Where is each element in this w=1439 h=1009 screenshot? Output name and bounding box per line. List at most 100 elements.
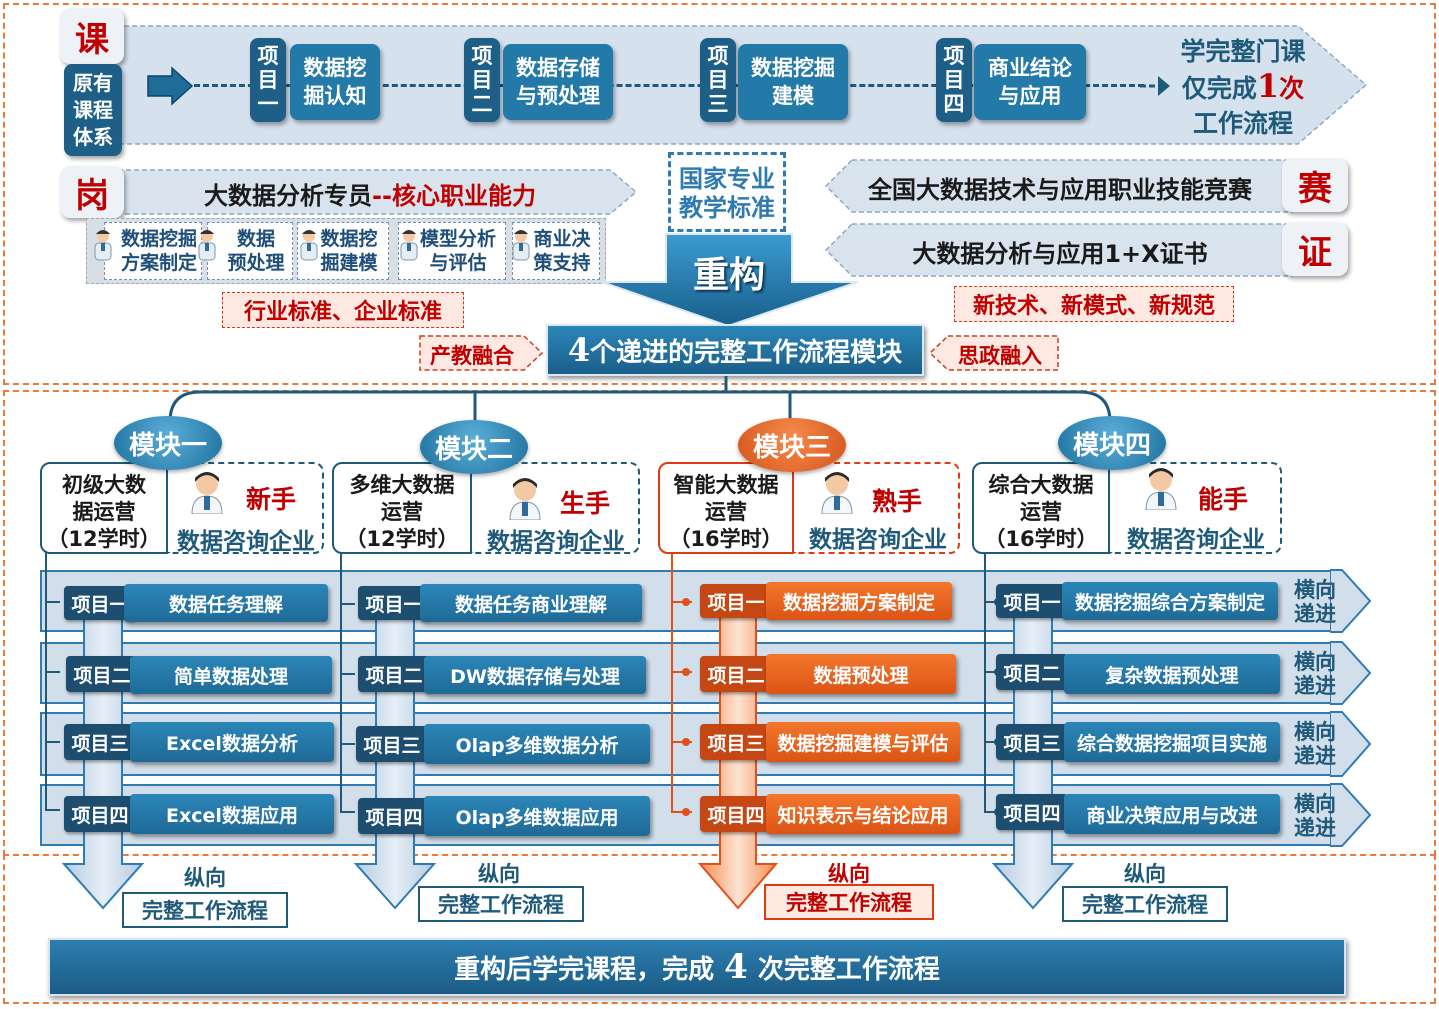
module-1-title: 初级大数据运营（12学时） (40, 462, 168, 554)
right-tag: 思政融入 (958, 344, 1042, 368)
module-3-item-1: 数据挖掘方案制定 (766, 582, 952, 620)
module-2-role: 生手 (559, 489, 610, 518)
module-2-item-2-tag: 项目二 (358, 656, 430, 692)
top-project-1-name: 数据挖掘认知 (290, 44, 380, 120)
person-icon (821, 472, 853, 514)
module-2-badge: 模块二 (420, 420, 528, 474)
horizontal-label-1: 横向递进 (1294, 578, 1336, 626)
module-3-badge: 模块三 (738, 418, 846, 472)
rebuild-label: 重构 (692, 255, 765, 296)
module-3-item-2-tag: 项目二 (700, 656, 772, 692)
module-4-role-card (1110, 462, 1282, 554)
top-end-arrow-icon (1140, 76, 1170, 96)
person-icon (509, 478, 541, 520)
sai-text: 全国大数据技术与应用职业技能竞赛 (868, 176, 1252, 204)
zheng-text: 大数据分析与应用1+X证书 (912, 240, 1208, 268)
module-1-item-2-tag: 项目二 (66, 656, 138, 692)
module-connectors (168, 376, 1112, 423)
module-3-title: 智能大数据运营（16学时） (658, 462, 794, 554)
module-3-item-3-tag: 项目三 (700, 724, 772, 760)
top-section-frame (3, 3, 1436, 385)
module-1-item-3-tag: 项目三 (64, 724, 136, 760)
module-1-badge: 模块一 (114, 416, 222, 470)
top-project-2-num: 项目二 (464, 38, 500, 122)
module-1-item-4-tag: 项目四 (64, 796, 136, 832)
module-4-title: 综合大数据运营（16学时） (972, 462, 1110, 554)
person-icon (191, 472, 223, 514)
start-arrow-icon (147, 66, 194, 106)
skill-2: 数据预处理 (207, 222, 293, 280)
module-2-item-3: Olap多维数据分析 (424, 724, 650, 764)
industry-standard-note: 行业标准、企业标准 (222, 292, 464, 328)
module-1-item-1: 数据任务理解 (124, 584, 328, 622)
row-arrow-tips (1330, 569, 1372, 847)
module-1-company: 数据咨询企业 (177, 529, 315, 555)
person-icon (512, 230, 530, 261)
top-dash-connector (194, 84, 1144, 87)
horizontal-label-4: 横向递进 (1294, 792, 1336, 840)
module-4-item-2: 复杂数据预处理 (1064, 654, 1280, 694)
horizontal-label-3: 横向递进 (1294, 720, 1336, 768)
module-4-item-2-tag: 项目二 (996, 654, 1068, 690)
national-standard-box: 国家专业教学标准 (668, 152, 786, 232)
module-3-role: 熟手 (871, 487, 922, 516)
zheng-char-tile: 证 (1282, 222, 1348, 276)
module-3-item-4: 知识表示与结论应用 (766, 794, 960, 834)
module-4-company: 数据咨询企业 (1127, 527, 1265, 553)
module-4-item-4-tag: 项目四 (996, 794, 1068, 830)
top-project-3-num: 项目三 (700, 38, 736, 122)
module-4-item-3: 综合数据挖掘项目实施 (1064, 722, 1280, 762)
module-2-item-4-tag: 项目四 (358, 798, 430, 834)
module-4-vertical: 纵向 (1124, 862, 1166, 886)
top-result-text: 学完整门课 仅完成1次 工作流程 (1180, 37, 1306, 138)
ke-char: 课 (75, 19, 109, 60)
person-icon (300, 230, 318, 261)
top-project-4-name: 商业结论与应用 (974, 44, 1086, 120)
module-3-item-3: 数据挖掘建模与评估 (766, 722, 960, 762)
module-3-flow-label: 完整工作流程 (764, 884, 934, 920)
module-4-item-1: 数据挖掘综合方案制定 (1062, 582, 1278, 620)
module-4-item-1-tag: 项目一 (996, 584, 1068, 618)
rebuild-arrow (601, 233, 859, 328)
module-2-title: 多维大数据运营（12学时） (332, 462, 472, 554)
module-2-item-1: 数据任务商业理解 (420, 584, 642, 622)
module-2-item-2: DW数据存储与处理 (424, 656, 646, 694)
module-1-item-2: 简单数据处理 (130, 656, 332, 694)
module-3-company: 数据咨询企业 (809, 527, 947, 553)
module-2-company: 数据咨询企业 (487, 529, 625, 555)
module-2-flow-label: 完整工作流程 (418, 886, 584, 922)
module-2-item-4: Olap多维数据应用 (424, 796, 650, 836)
module-3-item-2: 数据预处理 (766, 654, 956, 694)
module-3-vertical: 纵向 (828, 862, 870, 886)
sai-char-tile: 赛 (1282, 158, 1348, 212)
module-3-role-card (794, 462, 960, 554)
module-2-item-3-tag: 项目三 (356, 726, 428, 762)
top-project-1-num: 项目一 (250, 38, 286, 122)
person-icon (94, 230, 112, 261)
module-3-item-1-tag: 项目一 (700, 584, 772, 618)
module-2-role-card (472, 462, 640, 554)
module-2-vertical: 纵向 (478, 862, 520, 886)
module-4-role: 能手 (1197, 485, 1248, 514)
ke-char-tile: 课 (60, 8, 124, 64)
left-tag: 产教融合 (430, 344, 514, 368)
module-4-item-4: 商业决策应用与改进 (1064, 794, 1280, 834)
sai-band (824, 159, 1293, 213)
bottom-section-frame (3, 854, 1436, 1004)
right-tag-shape (928, 335, 1059, 371)
left-tag-shape (419, 335, 544, 371)
module-1-role: 新手 (245, 485, 296, 514)
gang-title: 大数据分析专员--核心职业能力 (204, 182, 536, 210)
module-1-vertical: 纵向 (184, 866, 226, 890)
person-icon (1145, 468, 1177, 510)
person-icon (198, 230, 216, 261)
top-project-4-num: 项目四 (936, 38, 972, 122)
skill-4: 模型分析与评估 (398, 222, 506, 280)
horizontal-label-2: 横向递进 (1294, 650, 1336, 698)
person-icon (400, 230, 418, 261)
module-4-flow-label: 完整工作流程 (1062, 886, 1228, 922)
gang-char-tile: 岗 (60, 166, 124, 218)
zheng-band (824, 223, 1293, 277)
